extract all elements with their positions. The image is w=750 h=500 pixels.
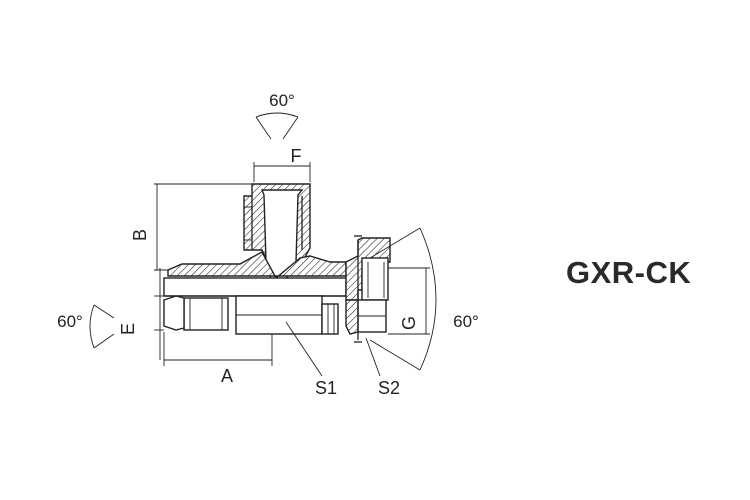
s1-leader: S1 <box>285 321 337 398</box>
angle-top-label: 60° <box>269 91 295 110</box>
angle-left-label: 60° <box>57 312 83 331</box>
dimension-e: E <box>118 268 164 360</box>
s1-label: S1 <box>315 378 337 398</box>
e-label: E <box>118 323 138 335</box>
part-code-title: GXR-CK <box>566 255 692 290</box>
dimension-g: G <box>388 267 430 335</box>
g-label: G <box>399 316 419 330</box>
f-label: F <box>291 146 302 166</box>
s2-label: S2 <box>378 378 400 398</box>
dimension-a: A <box>163 332 273 386</box>
main-body <box>163 251 347 335</box>
a-label: A <box>221 366 233 386</box>
angle-right-label: 60° <box>453 312 479 331</box>
dimension-b: B <box>130 183 252 271</box>
left-cone-angle-symbol: 60° <box>57 304 115 349</box>
right-swivel-nut <box>345 235 391 343</box>
right-cone-angle-symbol: 60° <box>369 227 479 371</box>
top-cone-angle-symbol: 60° <box>255 91 299 140</box>
b-label: B <box>130 229 150 241</box>
dimension-f: F <box>253 146 311 182</box>
s2-leader: S2 <box>365 337 400 398</box>
